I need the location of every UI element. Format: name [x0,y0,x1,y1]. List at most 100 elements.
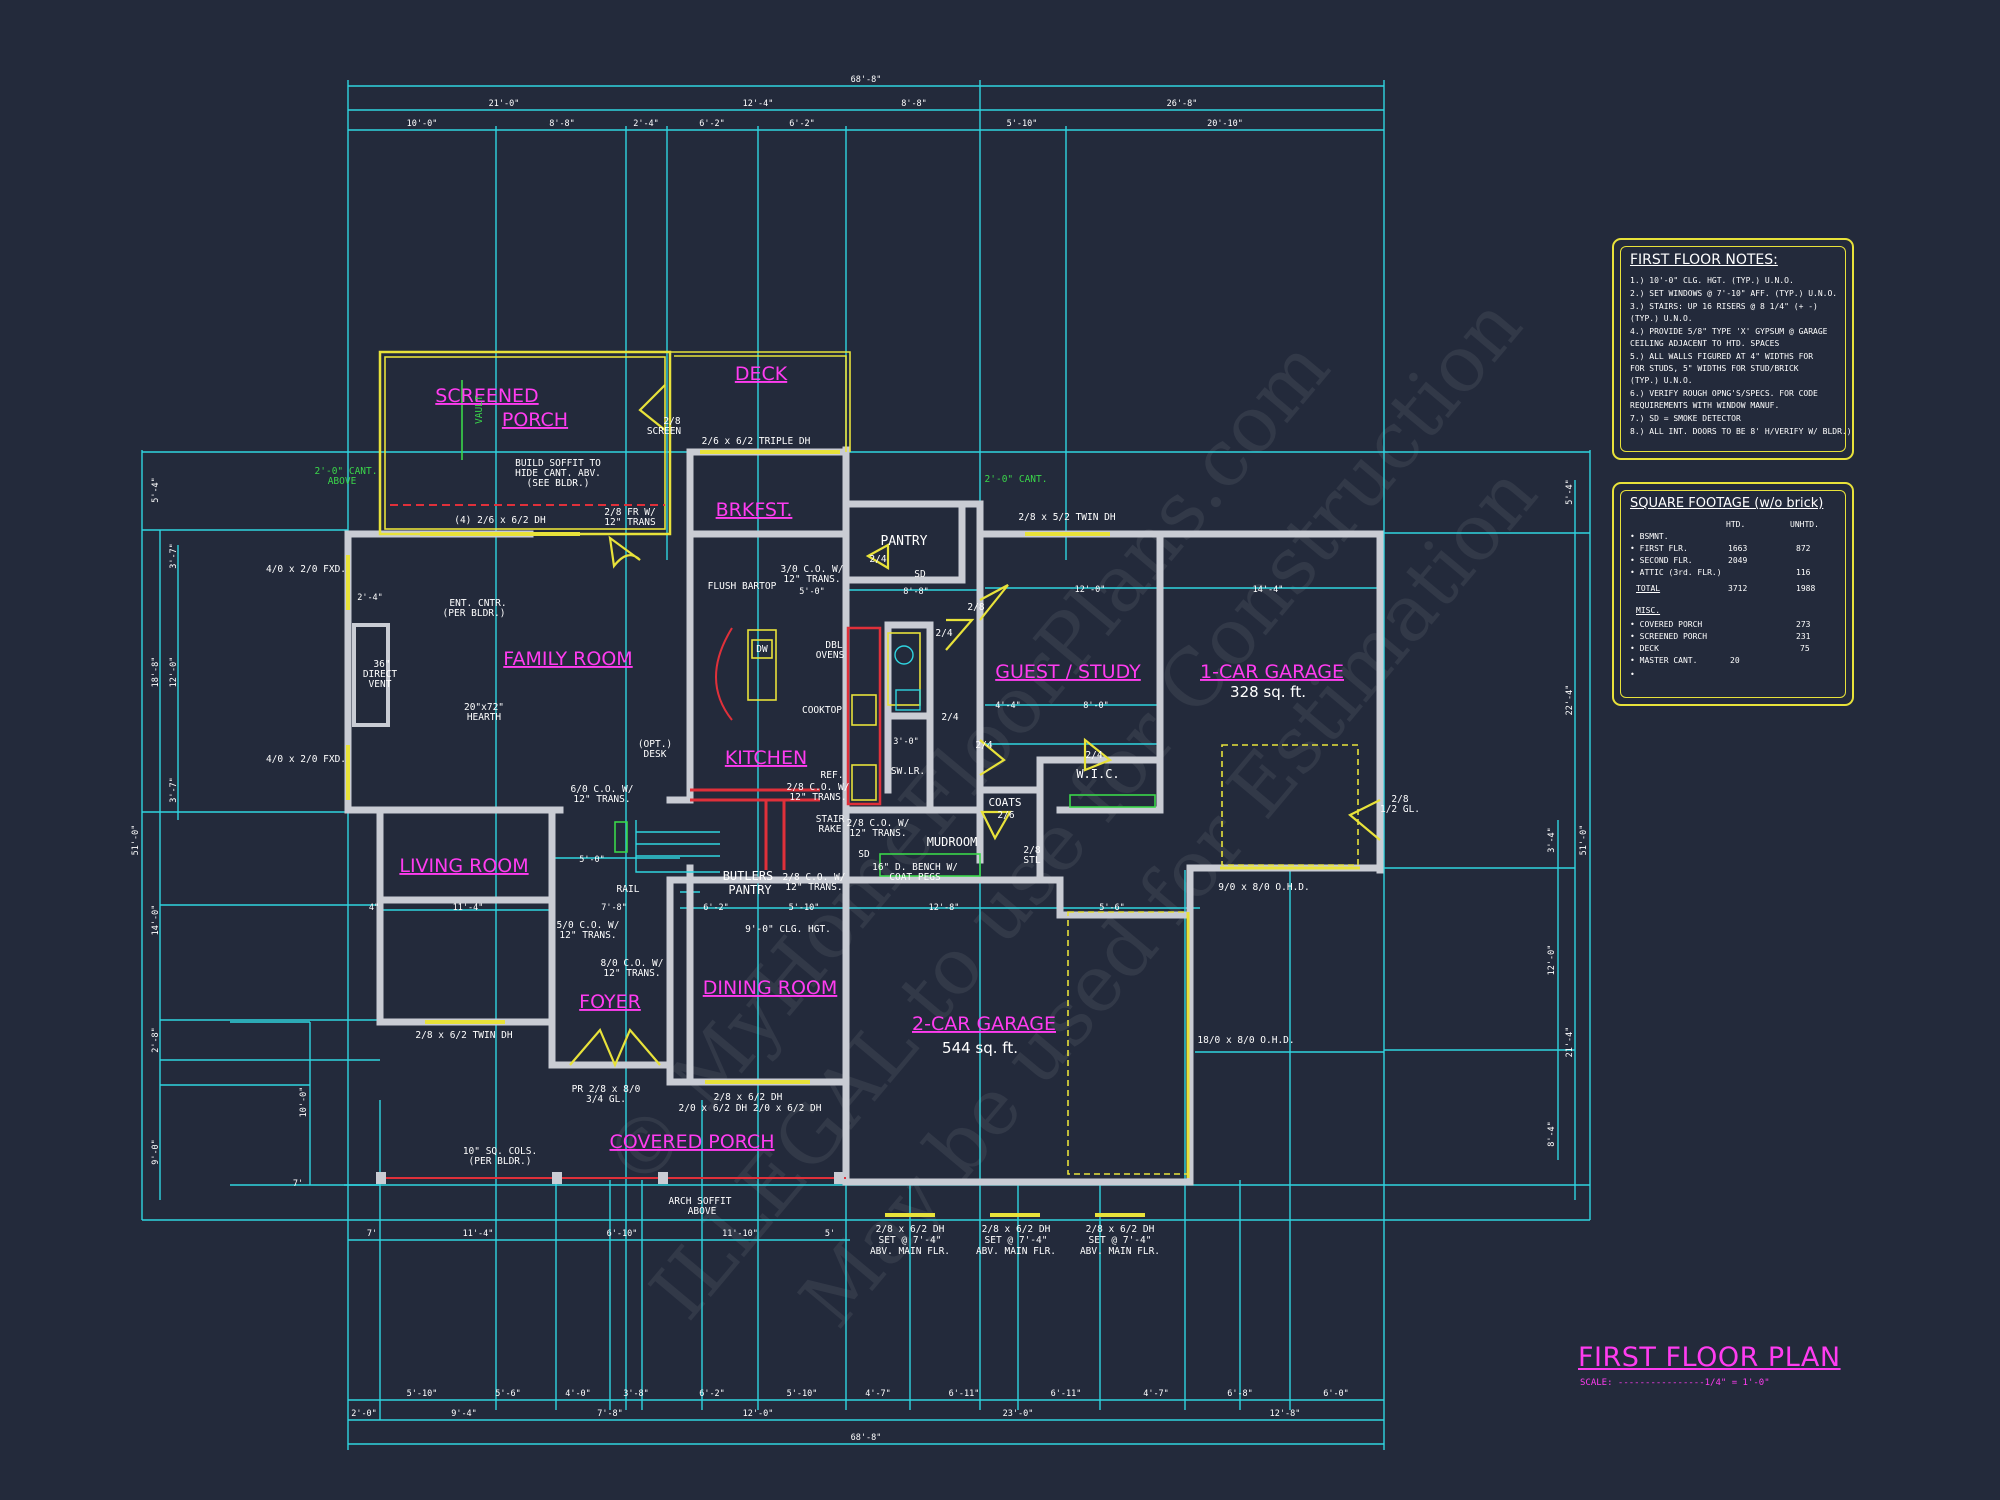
dim-left-7: 10'-0" [299,1087,309,1118]
square-footage-panel: SQUARE FOOTAGE (w/o brick) HTD. UNHTD. •… [1612,482,1854,706]
room-dining-room: DINING ROOM [703,977,838,999]
dim-int-13: 5'-6" [1099,903,1125,913]
label-dw: DW [756,644,768,655]
note-line-4: (TYP.) U.N.O. [1630,314,1693,323]
label-ref: REF. [821,770,844,781]
dim-left-1: 3'-7" [169,543,179,569]
label-door-24-kit: 2/4 [935,628,952,639]
room-breakfast: BRKFST. [716,499,793,521]
label-co-trans-brk-2: 12" TRANS. [783,574,840,585]
label-bench-1: 16" D. BENCH W/ [872,862,958,873]
label-direct-vent-1: 36" [373,659,390,670]
dim-porch-0: 7' [367,1229,377,1239]
sqft-row-attic-name: • ATTIC (3rd. FLR.) [1630,568,1722,577]
label-screen-door-2: SCREEN [647,426,682,437]
label-garage-win-a-2: SET @ 7'-4" [879,1235,942,1246]
sqft-row-second-htd: 2049 [1728,556,1748,565]
label-co-trans-kit-2: 12" TRANS. [789,792,846,803]
label-cant-above-1: 2'-0" CANT. [315,466,378,477]
dim-overall-bottom: 68'-8" [851,1433,882,1443]
label-dbl-ovens-1: DBL [825,640,842,651]
label-co-trans-foy-2: 12" TRANS. [603,968,660,979]
plan-title: FIRST FLOOR PLAN [1578,1342,1841,1373]
room-screened-porch-line2: PORCH [502,409,568,431]
dim-top2-1: 8'-8" [549,119,575,129]
label-door-26-coats: 2/6 [997,810,1014,821]
label-fr-door-1: 2/8 FR W/ [604,507,655,518]
room-deck: DECK [735,363,788,385]
label-ent-cntr-1: ENT. CNTR. [449,598,506,609]
label-rail: RAIL [617,884,640,895]
label-direct-vent-2: DIRECT [363,669,398,680]
dim-left-2: 18'-8" [151,657,161,688]
label-vault: VAULT [474,395,485,424]
windows [346,450,1360,1217]
garage1-area: 328 sq. ft. [1230,683,1306,701]
label-ohd-1car: 9/0 x 8/0 O.H.D. [1218,882,1310,893]
plan-scale: SCALE: ----------------1/4" = 1'-0" [1580,1378,1770,1388]
dim-top1-2: 8'-8" [901,99,927,109]
sqft-total-unhtd: 1988 [1796,584,1816,593]
dim-top1-3: 26'-8" [1167,99,1198,109]
label-door-24-wic: 2/4 [1085,750,1102,761]
label-pr-door-2: 3/4 GL. [586,1094,626,1105]
sqft-total-htd: 3712 [1728,584,1748,593]
sqft-misc-deck-name: • DECK [1630,644,1659,653]
dim-bot2-10: 6'-8" [1227,1389,1253,1399]
dim-right-2: 3'-4" [1547,827,1557,853]
sqft-misc-deck-val: 75 [1800,644,1810,653]
sqft-misc-screened-name: • SCREENED PORCH [1630,632,1708,641]
dim-porch-1: 11'-4" [463,1229,494,1239]
dim-left-overall: 51'-0" [131,825,141,856]
note-line-3: 3.) STAIRS: UP 16 RISERS @ 8 1/4" (+ -) [1630,302,1818,311]
room-screened-porch-line1: SCREENED [435,385,538,407]
sqft-col-unhtd: UNHTD. [1790,520,1819,529]
label-direct-vent-3: VENT [369,679,392,690]
room-butlers-pantry-line1: BUTLERS [723,869,774,883]
dim-top2-3: 6'-2" [699,119,725,129]
note-line-10: 6.) VERIFY ROUGH OPNG'S/SPECS. FOR CODE [1630,389,1818,398]
notes-inner-border [1620,246,1846,452]
dim-bot2-6: 4'-7" [865,1389,891,1399]
label-co-trans-fam-1: 6/0 C.O. W/ [571,784,634,795]
first-floor-notes-panel: FIRST FLOOR NOTES: 1.) 10'-0" CLG. HGT. … [1612,238,1854,460]
label-hearth-2: HEARTH [467,712,502,723]
sqft-misc-cant-name: • MASTER CANT. [1630,656,1698,665]
label-co-trans-kit-1: 2/8 C.O. W/ [787,782,850,793]
room-butlers-pantry-line2: PANTRY [728,883,772,897]
dim-bot2-0: 5'-10" [407,1389,438,1399]
dim-bot1-5: 12'-8" [1270,1409,1301,1419]
dim-right-overall: 51'-0" [1579,825,1589,856]
note-line-11: REQUIREMENTS WITH WINDOW MANUF. [1630,401,1780,410]
label-door-24-pantry: 2/4 [869,554,886,565]
dim-bot2-7: 6'-11" [949,1389,980,1399]
dim-overall-top: 68'-8" [851,75,882,85]
sqft-row-first-unhtd: 872 [1796,544,1811,553]
label-co-trans-but-2: 12" TRANS. [785,882,842,893]
label-cant-right: 2'-0" CANT. [985,474,1048,485]
door-swings [569,384,1381,1068]
dim-bot1-3: 12'-0" [743,1409,774,1419]
dim-right-4: 21'-4" [1565,1027,1575,1058]
label-co-trans-mud-2: 12" TRANS. [849,828,906,839]
sqft-misc-covered-name: • COVERED PORCH [1630,620,1703,629]
dim-int-5: 8'-0" [1083,701,1109,711]
label-stl-1: 2/8 [1023,845,1040,856]
label-fr-door-2: 12" TRANS [604,517,656,528]
note-line-1: 1.) 10'-0" CLG. HGT. (TYP.) U.N.O. [1630,276,1794,285]
label-cant-above-2: ABOVE [328,476,357,487]
label-build-soffit-1: BUILD SOFFIT TO [515,458,601,469]
dim-top1-1: 12'-4" [743,99,774,109]
dim-bot2-2: 4'-0" [565,1389,591,1399]
label-ohd-2car: 18/0 x 8/0 O.H.D. [1197,1035,1294,1046]
sqft-misc-cant-htd: 20 [1730,656,1740,665]
room-mudroom: MUDROOM [927,835,978,849]
dim-bot2-5: 5'-10" [787,1389,818,1399]
dim-left-4: 3'-7" [169,777,179,803]
kitchen-fixtures [614,626,1156,877]
room-family-room: FAMILY ROOM [503,648,632,670]
label-co-trans-brk-1: 3/0 C.O. W/ [781,564,844,575]
dim-top2-2: 2'-4" [633,119,659,129]
label-build-soffit-2: HIDE CANT. ABV. [515,468,601,479]
dim-left-5: 14'-0" [151,905,161,936]
